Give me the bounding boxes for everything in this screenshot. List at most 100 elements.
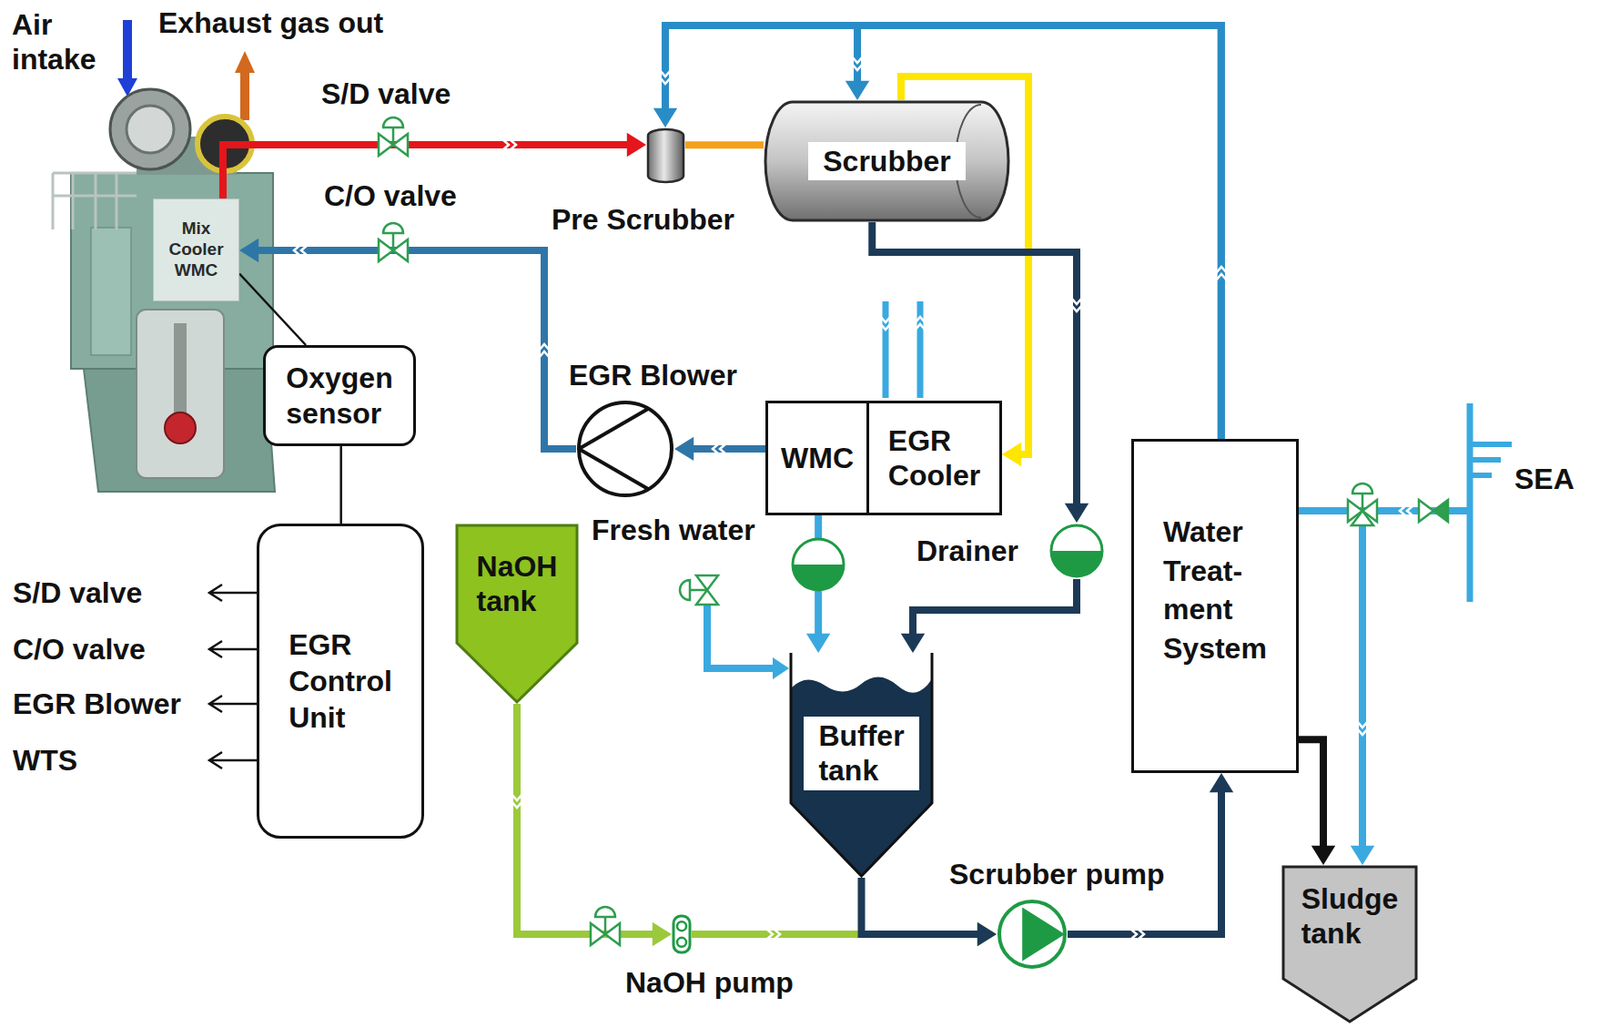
three-way-valve (1352, 483, 1373, 494)
arrow-head (674, 436, 694, 461)
connector (340, 445, 342, 524)
connector-line (1298, 739, 1324, 848)
pump-symbol (1022, 906, 1065, 961)
engine-body (126, 105, 174, 153)
connector-line (691, 445, 766, 453)
fresh-water-arrow (772, 657, 790, 679)
cooler-box: EGR Cooler (866, 400, 1003, 516)
connector-line (871, 222, 1077, 506)
pump-symbol (677, 921, 687, 931)
blower-symbol (576, 399, 675, 498)
engine-body (52, 89, 275, 492)
arrow-head (653, 108, 678, 128)
pump-symbol (996, 898, 1068, 970)
pump-symbol (673, 915, 690, 952)
node-label: EGR Control Unit (288, 626, 393, 736)
exhaust-arrow (234, 50, 255, 121)
exhaust-arrow (234, 50, 255, 73)
shutdown-valve (378, 117, 408, 156)
check-valve (1418, 499, 1434, 522)
blower-symbol (578, 408, 649, 489)
sludge-tank (1283, 866, 1417, 1022)
flow-chevrons (502, 139, 517, 151)
node-label: Oxygen sensor (285, 360, 393, 431)
air-intake-arrow (122, 20, 132, 81)
arrow-head (1209, 772, 1234, 792)
node-label: WMC (780, 440, 854, 476)
node-label: NaOH pump (625, 964, 794, 1000)
connector (674, 436, 766, 461)
connector (1067, 772, 1234, 934)
connector (1350, 510, 1468, 865)
treatment-box: Water Treat- ment System (1131, 438, 1299, 773)
pump-symbol (999, 901, 1065, 967)
node-label: Sludge tank (1301, 881, 1399, 952)
node-label: EGR Cooler (888, 423, 981, 494)
sensor-box: Oxygen sensor (263, 344, 416, 446)
pre-scrubber: Pre Scrubber (646, 127, 686, 184)
pump-symbol (671, 913, 692, 954)
flow-chevrons (1215, 266, 1227, 281)
connector-line (665, 25, 1222, 439)
part-label: S/D valve (321, 76, 451, 112)
node-label: Buffer tank (803, 716, 919, 790)
part-label: EGR Blower (12, 686, 182, 721)
node-label: Scrubber pump (949, 856, 1165, 892)
fresh-water-line (707, 604, 775, 669)
connector (685, 144, 764, 146)
three-way-valve (1347, 483, 1378, 526)
drainer-symbol (792, 538, 844, 590)
blower-symbol (578, 402, 672, 496)
node-label: Drainer (916, 533, 1019, 568)
engine-body (164, 412, 196, 444)
sea-chest (1467, 403, 1513, 602)
flow-chevrons (1356, 720, 1368, 735)
connector-line (912, 578, 1077, 636)
connector-line (857, 25, 1222, 439)
connector (845, 25, 1222, 439)
flow-chevrons (851, 56, 863, 71)
flow-chevrons (511, 793, 523, 808)
mix-cooler-box: Mix Cooler WMC (152, 198, 240, 302)
blower-symbol: EGR Blower (576, 399, 675, 498)
scrubber-vessel (765, 101, 1009, 221)
arrow-head (1002, 442, 1022, 466)
connector-line (256, 250, 577, 449)
engine-body (52, 172, 137, 230)
arrow-head (627, 132, 647, 157)
part-label: C/O valve (324, 178, 457, 213)
flow-chevrons (1071, 297, 1083, 312)
connector (653, 25, 1222, 439)
arrow-head (901, 633, 925, 653)
arrow-head (652, 921, 672, 946)
node-label: Pre Scrubber (551, 202, 735, 237)
flow-chevrons (766, 928, 780, 940)
arrow-head (845, 81, 870, 101)
arrow-head (977, 921, 997, 946)
part-label: Air intake (11, 7, 96, 78)
arrow-head (1311, 845, 1336, 865)
engine-body (91, 227, 132, 355)
flow-chevrons (1130, 928, 1145, 940)
drainer-symbol (1048, 522, 1105, 579)
sea-chest (1469, 444, 1512, 476)
node-label: Scrubber (808, 141, 965, 181)
connector (516, 703, 672, 946)
pump-symbol (677, 937, 687, 947)
three-way-valve (1361, 492, 1365, 511)
pump-symbol: NaOH pump (671, 913, 692, 954)
connector (239, 238, 577, 449)
pre-scrubber (646, 127, 686, 184)
drainer-symbol: Drainer (1048, 522, 1105, 579)
drainer-symbol (1051, 525, 1103, 577)
air-intake-arrow (117, 20, 138, 97)
naoh-tank: NaOH tank (455, 523, 579, 704)
engine-body (110, 89, 191, 170)
flow-chevrons (914, 316, 926, 331)
control-output-arrows (209, 584, 257, 769)
arrow-head (1350, 845, 1375, 865)
flow-chevrons (659, 70, 671, 84)
connector (239, 273, 306, 345)
arrow-head (1064, 503, 1089, 523)
node-label: Water Treat- ment System (1163, 512, 1267, 668)
